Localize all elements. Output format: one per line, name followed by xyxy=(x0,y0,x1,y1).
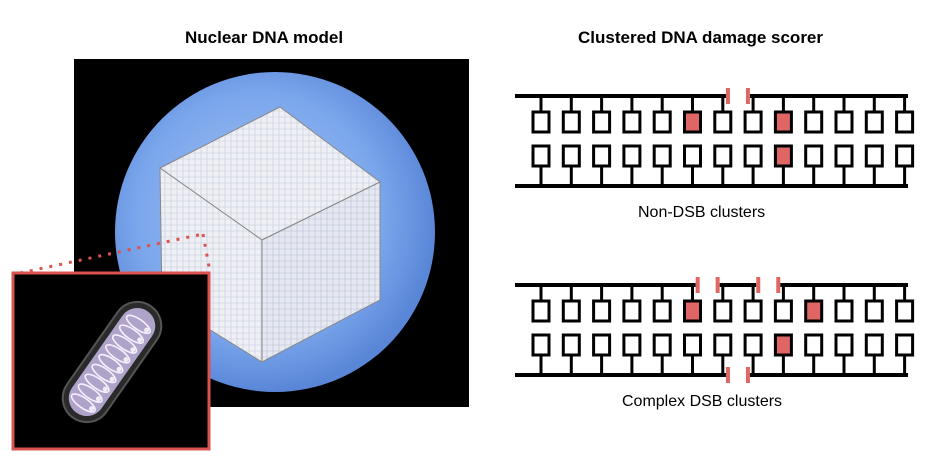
base xyxy=(531,299,551,323)
base xyxy=(713,333,733,357)
base xyxy=(531,144,551,168)
base xyxy=(773,299,793,323)
base xyxy=(713,144,733,168)
base xyxy=(683,144,702,168)
strand-break-gap xyxy=(695,281,720,289)
complex-dsb-caption: Complex DSB clusters xyxy=(622,393,783,410)
strand-break-mark xyxy=(725,88,730,104)
base xyxy=(531,110,551,134)
base xyxy=(804,333,824,357)
base xyxy=(804,144,824,168)
base xyxy=(622,144,642,168)
strand-break-gap xyxy=(725,92,750,100)
base xyxy=(561,333,581,357)
base xyxy=(743,333,763,357)
strand-break-mark xyxy=(745,367,750,383)
base xyxy=(652,333,672,357)
base xyxy=(864,333,884,357)
base xyxy=(895,299,915,323)
nuclear-dna-model-title: Nuclear DNA model xyxy=(185,28,344,47)
damaged-base xyxy=(773,144,793,168)
base xyxy=(683,333,702,357)
complex-dsb-dna-diagram xyxy=(515,277,915,383)
base xyxy=(834,110,854,134)
base xyxy=(652,299,672,323)
base xyxy=(864,299,884,323)
damaged-base xyxy=(804,299,824,323)
base xyxy=(895,110,915,134)
base xyxy=(561,144,581,168)
base xyxy=(713,299,733,323)
non-dsb-caption: Non-DSB clusters xyxy=(638,204,766,221)
damage-scorer-title: Clustered DNA damage scorer xyxy=(578,28,824,47)
damaged-base xyxy=(683,110,702,134)
damaged-base xyxy=(683,299,702,323)
base xyxy=(592,110,612,134)
damaged-base xyxy=(773,110,793,134)
base xyxy=(592,333,612,357)
base xyxy=(864,144,884,168)
non-dsb-dna-diagram xyxy=(515,88,915,188)
strand-break-gap xyxy=(756,281,781,289)
base xyxy=(652,110,672,134)
base xyxy=(622,299,642,323)
base xyxy=(834,299,854,323)
strand-break-gap xyxy=(725,371,750,379)
base xyxy=(592,144,612,168)
damaged-base xyxy=(773,333,793,357)
strand-break-mark xyxy=(695,277,700,293)
base xyxy=(895,144,915,168)
base xyxy=(743,144,763,168)
zoom-connector-line xyxy=(201,233,212,273)
base xyxy=(804,110,824,134)
chromatin-fiber xyxy=(61,300,163,424)
base xyxy=(834,333,854,357)
strand-break-mark xyxy=(725,367,730,383)
base xyxy=(561,299,581,323)
base xyxy=(895,333,915,357)
base xyxy=(561,110,581,134)
strand-break-mark xyxy=(756,277,761,293)
strand-break-mark xyxy=(776,277,781,293)
strand-break-mark xyxy=(745,88,750,104)
base xyxy=(743,299,763,323)
base xyxy=(592,299,612,323)
zoom-connector-line xyxy=(19,232,204,275)
base xyxy=(834,144,854,168)
base xyxy=(652,144,672,168)
base xyxy=(531,333,551,357)
base xyxy=(622,110,642,134)
base xyxy=(622,333,642,357)
strand-break-mark xyxy=(715,277,720,293)
base xyxy=(713,110,733,134)
base xyxy=(743,110,763,134)
base xyxy=(864,110,884,134)
